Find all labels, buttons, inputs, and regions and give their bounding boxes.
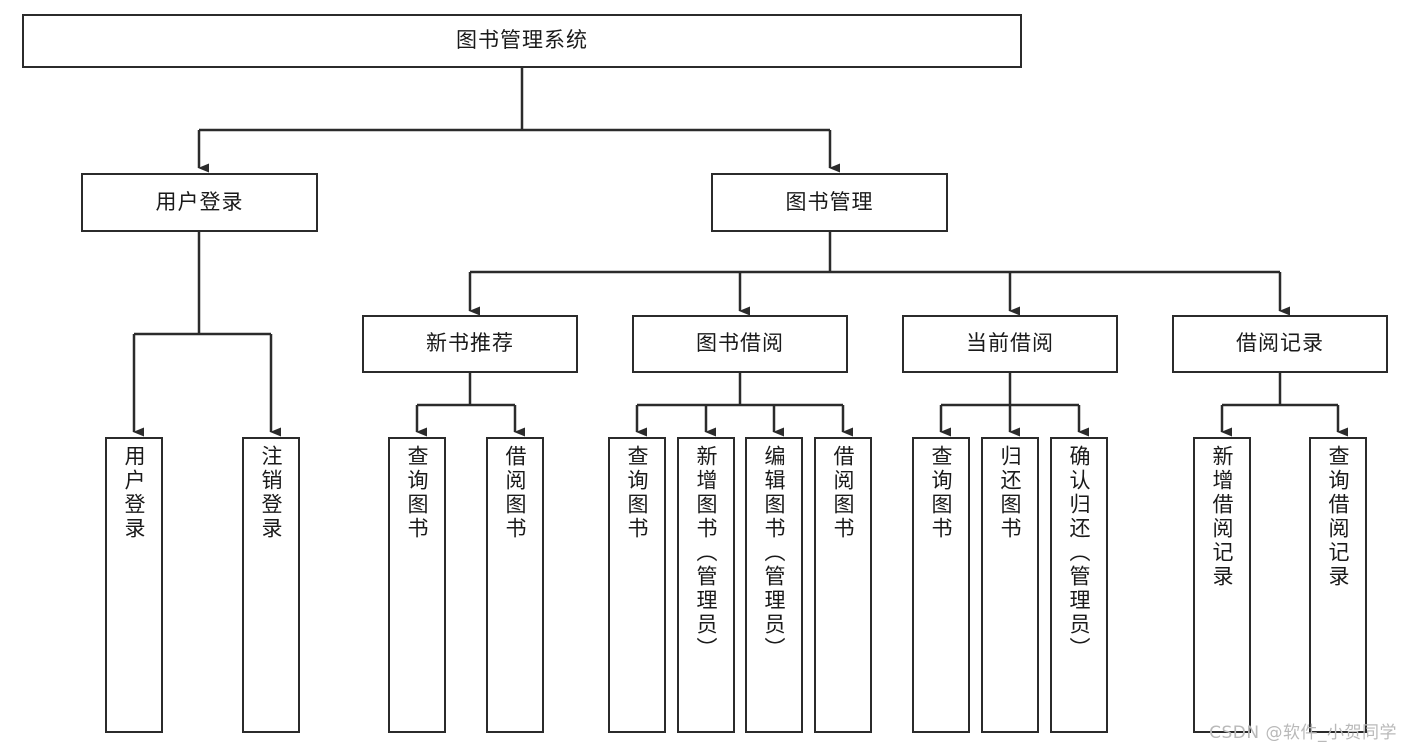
node-book-borrow[interactable]: 图书借阅 [632,315,848,373]
node-current-borrow[interactable]: 当前借阅 [902,315,1118,373]
leaf-logout[interactable]: 注销登录 [242,437,300,733]
leaf-current-confirm-return-label: 确认归还（管理员） [1067,445,1092,661]
leaf-borrow-add-book-label: 新增图书（管理员） [694,445,719,661]
node-current-borrow-label: 当前借阅 [966,331,1054,356]
leaf-logout-label: 注销登录 [259,445,284,541]
leaf-borrow-borrow-book[interactable]: 借阅图书 [814,437,872,733]
leaf-user-login[interactable]: 用户登录 [105,437,163,733]
node-new-book-recommend-label: 新书推荐 [426,331,514,356]
node-book-management-label: 图书管理 [785,189,874,214]
node-book-borrow-label: 图书借阅 [696,331,784,356]
leaf-current-return[interactable]: 归还图书 [981,437,1039,733]
leaf-borrow-query-label: 查询图书 [625,445,650,541]
leaf-current-return-label: 归还图书 [998,445,1023,541]
node-borrow-records-label: 借阅记录 [1236,331,1324,356]
leaf-current-confirm-return[interactable]: 确认归还（管理员） [1050,437,1108,733]
node-user-login[interactable]: 用户登录 [81,173,318,232]
node-root-system[interactable]: 图书管理系统 [22,14,1022,68]
leaf-borrow-borrow-book-label: 借阅图书 [831,445,856,541]
leaf-user-login-label: 用户登录 [122,445,147,541]
leaf-new-book-query-label: 查询图书 [405,445,430,541]
leaf-new-book-borrow-label: 借阅图书 [503,445,528,541]
leaf-borrow-add-book[interactable]: 新增图书（管理员） [677,437,735,733]
leaf-current-query[interactable]: 查询图书 [912,437,970,733]
node-book-management[interactable]: 图书管理 [711,173,948,232]
node-root-label: 图书管理系统 [456,28,588,53]
leaf-records-add[interactable]: 新增借阅记录 [1193,437,1251,733]
leaf-new-book-query[interactable]: 查询图书 [388,437,446,733]
leaf-records-query-label: 查询借阅记录 [1326,445,1351,589]
node-borrow-records[interactable]: 借阅记录 [1172,315,1388,373]
leaf-records-add-label: 新增借阅记录 [1210,445,1235,589]
leaf-borrow-edit-book-label: 编辑图书（管理员） [762,445,787,661]
leaf-records-query[interactable]: 查询借阅记录 [1309,437,1367,733]
leaf-borrow-query[interactable]: 查询图书 [608,437,666,733]
leaf-new-book-borrow[interactable]: 借阅图书 [486,437,544,733]
node-user-login-label: 用户登录 [155,189,244,214]
node-new-book-recommend[interactable]: 新书推荐 [362,315,578,373]
leaf-borrow-edit-book[interactable]: 编辑图书（管理员） [745,437,803,733]
leaf-current-query-label: 查询图书 [929,445,954,541]
